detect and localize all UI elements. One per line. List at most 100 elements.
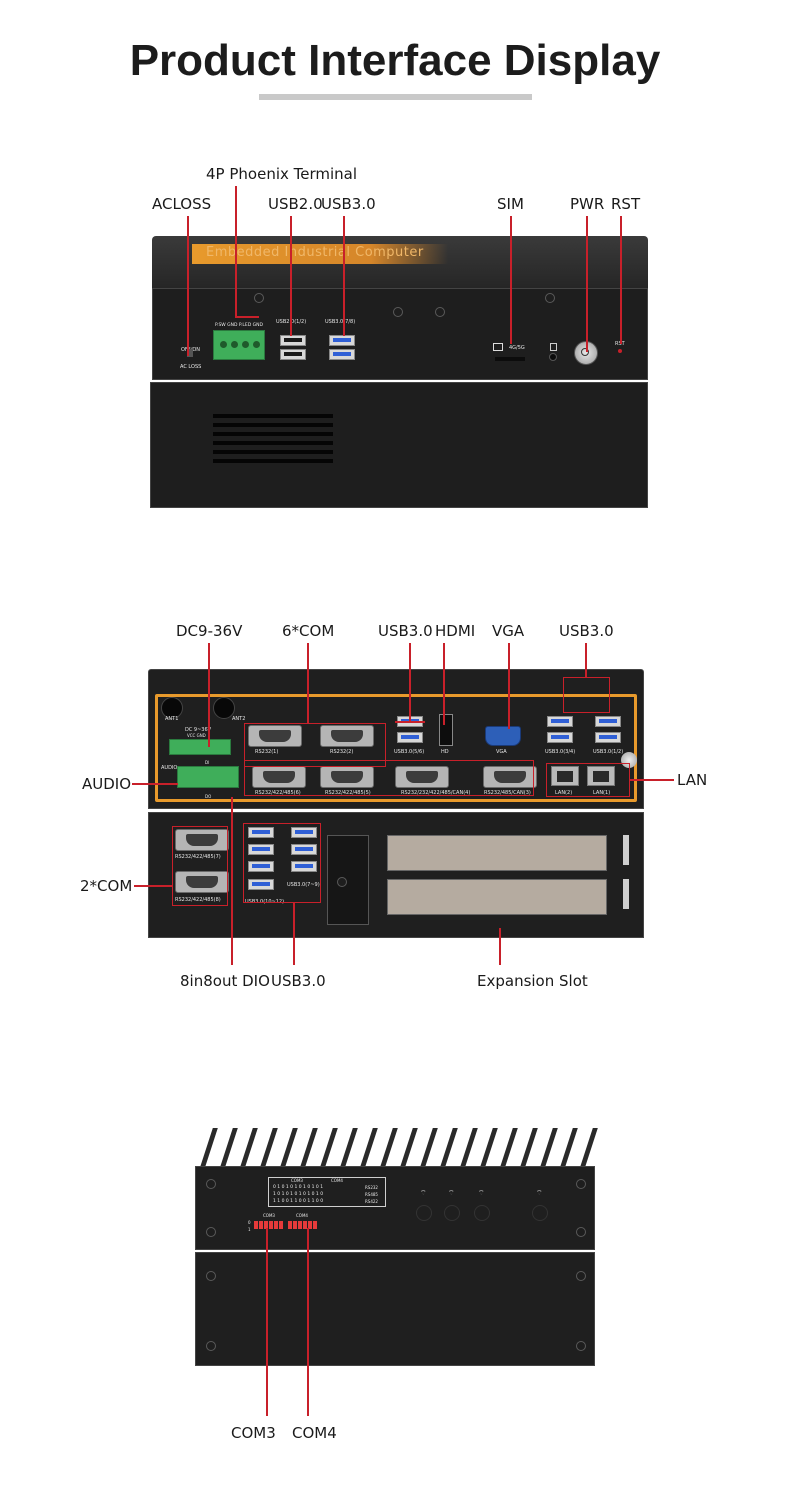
- usb30-front-text: USB3.0(7/8): [325, 319, 356, 325]
- leader-line: [307, 1228, 309, 1416]
- heatsink-fin: [199, 1128, 218, 1170]
- table-row2: 1 0 1 0 1 0 1 0 1 0 1 0: [273, 1192, 324, 1197]
- com8-port[interactable]: [175, 871, 229, 893]
- ground-screw: [621, 752, 637, 768]
- acloss-text: AC LOSS: [180, 364, 202, 370]
- table-com4: COM4: [331, 1178, 343, 1183]
- lan1-port[interactable]: [587, 766, 615, 786]
- label-hdmi: HDMI: [435, 622, 476, 640]
- label-usb30-rear-b: USB3.0: [559, 622, 614, 640]
- antenna-port[interactable]: [213, 697, 235, 719]
- usb20-port[interactable]: [280, 349, 306, 360]
- expansion-slot[interactable]: [387, 835, 607, 871]
- label-lan: LAN: [677, 771, 708, 789]
- usb30-port[interactable]: [248, 861, 274, 872]
- wifi-icon: ⌔: [420, 1189, 427, 1197]
- expansion-bracket: [327, 835, 369, 925]
- usb30-port[interactable]: [248, 827, 274, 838]
- dip-switch-com3[interactable]: [254, 1221, 286, 1231]
- heatsink-fin: [559, 1128, 578, 1170]
- heatsink-fin: [339, 1128, 358, 1170]
- brand-text: Embedded Industrial Computer: [206, 245, 424, 260]
- screw: [576, 1341, 586, 1351]
- sim-slot[interactable]: [495, 357, 525, 361]
- audio-text: AUDIO: [161, 765, 178, 771]
- usb30-port[interactable]: [397, 732, 423, 743]
- usb30-port[interactable]: [329, 335, 355, 346]
- com6-text: RS232/422/485(6): [255, 790, 301, 796]
- usb56-text: USB3.0(5/6): [394, 749, 425, 755]
- sim-icon: [493, 343, 503, 351]
- bottom-upper-panel: COM3 COM4 0 1 0 1 0 1 0 1 0 1 0 1 1 0 1 …: [195, 1166, 595, 1250]
- hdd-led: [549, 353, 557, 361]
- dip-com4-text: COM4: [296, 1213, 308, 1218]
- hdd-led-icon: [550, 343, 557, 351]
- com-highlight-box: [244, 760, 534, 796]
- com7-port[interactable]: [175, 829, 229, 851]
- com3-text: RS232/485/CAN(3): [484, 790, 531, 796]
- usb30-port[interactable]: [595, 732, 621, 743]
- usb30-port[interactable]: [547, 716, 573, 727]
- usb30-port[interactable]: [291, 844, 317, 855]
- com2-port[interactable]: [320, 725, 374, 747]
- dc-power-terminal[interactable]: [169, 739, 231, 755]
- rst-text: RST: [615, 341, 625, 347]
- orange-trim: [155, 694, 637, 802]
- antenna-port[interactable]: [161, 697, 183, 719]
- usb-highlight-box: [243, 823, 321, 903]
- usb20-port[interactable]: [280, 335, 306, 346]
- com3-port[interactable]: [483, 766, 537, 788]
- dio-terminal[interactable]: [177, 766, 239, 788]
- leader-line: [235, 316, 259, 318]
- phoenix-terminal[interactable]: [213, 330, 265, 360]
- expansion-slot[interactable]: [387, 879, 607, 915]
- leader-line: [134, 885, 172, 887]
- label-usb30-rear-a: USB3.0: [378, 622, 433, 640]
- com4-port[interactable]: [395, 766, 449, 788]
- usb30-port[interactable]: [595, 716, 621, 727]
- leader-line: [293, 903, 295, 965]
- usb30-port[interactable]: [547, 732, 573, 743]
- usb30-port[interactable]: [329, 349, 355, 360]
- leader-line: [395, 721, 425, 723]
- ant2-text: ANT2: [232, 716, 246, 722]
- lan2-port[interactable]: [551, 766, 579, 786]
- com-highlight-box: [244, 723, 386, 767]
- screw: [576, 1227, 586, 1237]
- heatsink-fin: [459, 1128, 478, 1170]
- phoenix-pin-text: P.SW GND P.LED GND: [215, 323, 263, 328]
- vga-port[interactable]: [485, 726, 521, 746]
- di-text: DI: [205, 760, 210, 765]
- power-icon: [581, 348, 589, 356]
- leader-line: [620, 216, 622, 344]
- wifi-icon: ⌔: [536, 1189, 543, 1197]
- leader-line: [307, 643, 309, 723]
- hdmi-port[interactable]: [439, 714, 453, 746]
- wifi-icon: ⌔: [478, 1189, 485, 1197]
- heatsink-fin: [379, 1128, 398, 1170]
- antenna-knockout: [474, 1205, 490, 1221]
- dip-switch-com4[interactable]: [288, 1221, 320, 1231]
- screw: [435, 307, 445, 317]
- label-6com: 6*COM: [282, 622, 335, 640]
- leader-line: [409, 643, 411, 721]
- dip-0-text: 0: [248, 1220, 251, 1225]
- table-row3: 1 1 0 0 1 1 0 0 1 1 0 0: [273, 1199, 324, 1204]
- leader-line: [235, 186, 237, 316]
- usb30-port[interactable]: [248, 844, 274, 855]
- com1-port[interactable]: [248, 725, 302, 747]
- dip-com3-text: COM3: [263, 1213, 275, 1218]
- vent-grille: [213, 409, 333, 467]
- usb30-port[interactable]: [248, 879, 274, 890]
- leader-line: [585, 643, 587, 677]
- antenna-knockout: [416, 1205, 432, 1221]
- usb30-port[interactable]: [291, 827, 317, 838]
- reset-button[interactable]: [618, 349, 622, 353]
- com4-text: RS232/232/422/485/CAN(4): [401, 790, 471, 796]
- label-com3: COM3: [231, 1424, 276, 1442]
- ant1-text: ANT1: [165, 716, 179, 722]
- bottom-lower-panel: [195, 1252, 595, 1366]
- acloss-switch[interactable]: [187, 349, 193, 357]
- leader-line: [510, 216, 512, 344]
- usb30-port[interactable]: [291, 861, 317, 872]
